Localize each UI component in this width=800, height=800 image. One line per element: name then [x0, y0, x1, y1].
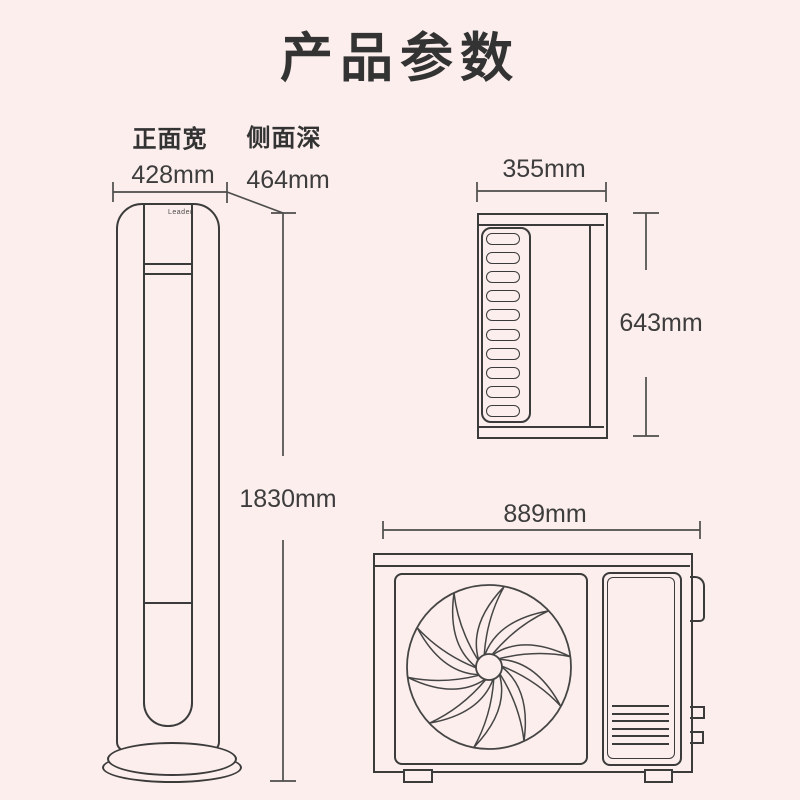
tower-divider-line [145, 273, 193, 275]
vent-line [612, 743, 669, 745]
outdoor-side-width-value: 355mm [502, 155, 586, 183]
vent-line [612, 728, 669, 730]
valve-tab [690, 706, 705, 719]
side-panel-outer [602, 572, 682, 766]
outdoor-front-width-value: 889mm [503, 500, 587, 528]
vent-line [612, 720, 669, 722]
vent-slot [486, 309, 520, 322]
side-depth-value: 464mm [246, 166, 330, 194]
pipe-cover [690, 576, 705, 622]
outdoor-top-line [374, 565, 690, 567]
vent-slot [486, 290, 520, 303]
tower-divider-line [145, 602, 193, 604]
tower-divider-line [145, 263, 193, 265]
page-title: 产品参数 [280, 29, 520, 88]
front-width-value: 428mm [131, 161, 215, 189]
front-width-label: 正面宽 [132, 126, 208, 153]
vent-line [612, 735, 669, 737]
vent-slot [486, 347, 520, 360]
vent-slot [486, 385, 520, 398]
side-view-body [477, 213, 608, 439]
vent-slot [486, 366, 520, 379]
outdoor-height-value: 643mm [619, 309, 703, 337]
outdoor-body [373, 553, 693, 773]
fan-icon [406, 584, 572, 750]
side-panel-inner [607, 577, 675, 759]
side-view-bottom-line [478, 426, 604, 428]
brand-logo: Leader [168, 209, 193, 216]
vent-line [612, 705, 669, 707]
side-view-top-line [478, 224, 604, 226]
side-view-divider [589, 225, 591, 427]
vent-slot [486, 252, 520, 265]
vent-slot-panel [481, 227, 531, 423]
vent-line [612, 713, 669, 715]
tower-front-panel [143, 205, 193, 727]
side-depth-label: 侧面深 [246, 125, 322, 152]
mounting-foot [403, 769, 433, 783]
tower-base [107, 742, 237, 776]
mounting-foot [644, 769, 673, 783]
valve-tab [690, 731, 704, 744]
fan-grille-panel [394, 573, 588, 765]
vent-slot [486, 328, 520, 341]
vent-slot [486, 271, 520, 284]
vent-slot [486, 404, 520, 417]
vent-slot [486, 233, 520, 245]
dim-line-464-slant [226, 191, 284, 214]
indoor-height-value: 1830mm [239, 485, 337, 513]
